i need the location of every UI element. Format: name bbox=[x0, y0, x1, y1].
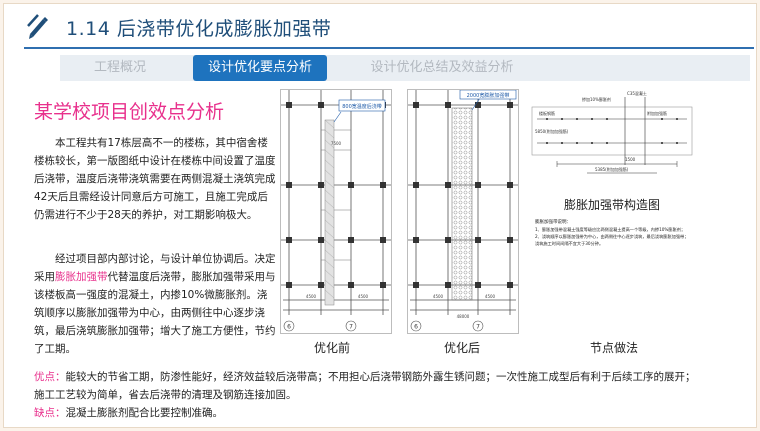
detail-label-width: 1500 bbox=[625, 157, 636, 162]
slide-header: 1.14 后浇带优化成膨胀加强带 bbox=[4, 4, 756, 50]
page-title: 1.14 后浇带优化成膨胀加强带 bbox=[66, 18, 332, 40]
detail-label-extra-length-2: 5385(附加加强筋) bbox=[595, 166, 629, 172]
drawing-detail: C35混凝土 掺加10%膨胀剂 楼板钢筋 附加加强筋 5850(附加加强筋) 1… bbox=[527, 89, 697, 324]
detail-note-1: 1、膨胀加强带混凝土强度等级应比两侧混凝土提高一个等级，内掺10%膨胀剂； bbox=[535, 226, 685, 233]
tab-design-optimization[interactable]: 设计优化要点分析 bbox=[193, 55, 327, 81]
caption-detail: 节点做法 bbox=[590, 341, 639, 355]
axis-label-7: 7 bbox=[349, 324, 353, 331]
axis-label-7: 7 bbox=[476, 324, 480, 331]
paragraph-background-text: 本工程共有17栋层高不一的楼栋，其中宿舍楼楼栋较长，第一版图纸中设计在楼栋中间设… bbox=[34, 137, 276, 221]
detail-note-3: 浇筑施工时间间隔不宜大于30分钟。 bbox=[535, 240, 603, 247]
drawing-after: 2000宽膨胀加强带 48000 4500 4500 6 7 bbox=[407, 89, 519, 334]
paragraph-background: 本工程共有17栋层高不一的楼栋，其中宿舍楼楼栋较长，第一版图纸中设计在楼栋中间设… bbox=[34, 134, 276, 224]
pros-line-1: 优点：能较大的节省工期，防渗性能好，经济效益较后浇带高；不用担心后浇带钢筋外露生… bbox=[34, 368, 744, 386]
paragraph-solution: 经过项目部内部讨论，与设计单位协调后。决定采用膨胀加强带代替温度后浇带，膨胀加强… bbox=[34, 250, 276, 358]
tab-summary-benefits[interactable]: 设计优化总结及效益分析 bbox=[370, 60, 514, 75]
detail-subtitle: 膨胀加强带构造图 bbox=[564, 197, 660, 212]
highlight-expansion-band: 膨胀加强带 bbox=[55, 271, 108, 283]
axis-label-6: 6 bbox=[287, 324, 291, 331]
tab-bar-background bbox=[60, 55, 750, 81]
detail-note-2: 2、浇筑顺序以膨胀加强带为中心，由两侧往中心逐步浇筑，最后浇筑膨胀加强带； bbox=[535, 233, 688, 240]
drawing-before: 800宽温度后浇带 7500 4500 4500 6 7 bbox=[280, 89, 392, 334]
tab-bar: 工程概况 设计优化要点分析 设计优化总结及效益分析 bbox=[60, 55, 750, 81]
cons-text: 混凝土膨胀剂配合比要控制准确。 bbox=[65, 407, 224, 419]
drawing-after-dim-c: 4500 bbox=[485, 294, 496, 299]
drawing-after-dim-b: 4500 bbox=[433, 294, 444, 299]
pros-line-2: 施工工艺较为简单，省去后浇带的清理及钢筋连接加固。 bbox=[34, 389, 297, 401]
section-heading: 某学校项目创效点分析 bbox=[34, 101, 225, 123]
drawing-after-tag: 2000宽膨胀加强带 bbox=[467, 92, 510, 99]
drawing-after-dim-a: 48000 bbox=[457, 314, 470, 319]
drawing-before-dim-b: 4500 bbox=[306, 294, 317, 299]
detail-label-extra-length: 5850(附加加强筋) bbox=[535, 128, 569, 134]
axis-label-6: 6 bbox=[414, 324, 418, 331]
pros-text-1: 能较大的节省工期，防渗性能好，经济效益较后浇带高；不用担心后浇带钢筋外露生锈问题… bbox=[65, 371, 696, 383]
paragraph-solution-pre: 经过项目部内部讨论，与设计单位协调后。决定采用 bbox=[34, 253, 276, 283]
drawing-before-dim-a: 7500 bbox=[331, 141, 342, 146]
drawing-before-tag: 800宽温度后浇带 bbox=[342, 103, 382, 110]
tab-project-overview[interactable]: 工程概况 bbox=[93, 60, 146, 75]
detail-label-expansion-agent: 掺加10%膨胀剂 bbox=[582, 96, 611, 102]
cons-line: 缺点：混凝土膨胀剂配合比要控制准确。 bbox=[34, 404, 744, 422]
slide: 1.14 后浇带优化成膨胀加强带 工程概况 设计优化要点分析 设计优化总结及效益… bbox=[3, 3, 757, 428]
caption-after: 优化后 bbox=[444, 341, 481, 355]
detail-label-slab-rebar: 楼板钢筋 bbox=[539, 110, 555, 116]
pencil-icon bbox=[26, 12, 50, 40]
cons-label: 缺点： bbox=[34, 407, 66, 419]
paragraph-solution-post: 代替温度后浇带，膨胀加强带采用与该楼板高一强度的混凝土，内掺10%微膨胀剂。浇筑… bbox=[34, 271, 276, 355]
caption-before: 优化前 bbox=[314, 341, 351, 355]
detail-label-concrete: C35混凝土 bbox=[627, 90, 647, 96]
detail-label-extra-bar: 附加加强筋 bbox=[647, 110, 667, 116]
detail-notes-title: 膨胀加强带说明： bbox=[535, 218, 571, 225]
drawing-before-dim-c: 4500 bbox=[358, 294, 369, 299]
pros-label: 优点： bbox=[34, 371, 66, 383]
title-underline bbox=[24, 47, 754, 49]
